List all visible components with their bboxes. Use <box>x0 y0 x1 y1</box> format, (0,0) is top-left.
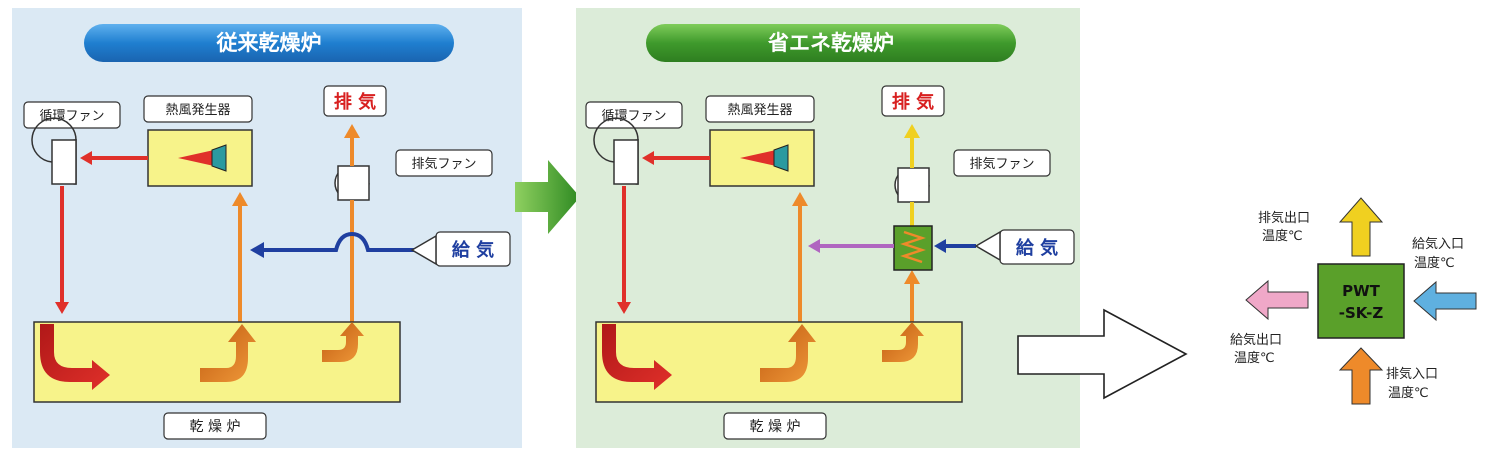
es-exhaust-fan-label-box <box>953 149 1051 177</box>
orange-turn-arrow-2-icon <box>322 322 364 362</box>
pwt-unit-line1: PWT <box>1342 282 1381 300</box>
exhaust-label: 排 気 <box>334 91 376 113</box>
exhaust-inlet-label-line1: 排気入口 <box>1386 366 1438 382</box>
es-dryer-label-box <box>723 412 827 440</box>
circulation-fan-label: 循環ファン <box>39 109 104 124</box>
dryer-label-box <box>163 412 267 440</box>
hot-air-generator-label: 熱風発生器 <box>165 103 230 118</box>
pwt-unit-line2: -SK-Z <box>1339 304 1384 322</box>
es-yellow-exhaust-arrow <box>904 124 920 226</box>
es-supply-air-label: 給 気 <box>1016 237 1058 259</box>
supply-outlet-label-line1: 給気出口 <box>1230 332 1282 348</box>
es-hot-air-generator-label-box <box>705 95 815 123</box>
red-flow-arrow <box>55 151 148 314</box>
exhaust-fan-label-box <box>395 149 493 177</box>
supply-nozzle-icon <box>410 234 437 266</box>
supply-inlet-label-line1: 給気入口 <box>1412 236 1464 252</box>
supply-outlet-label-line2: 温度℃ <box>1234 350 1275 366</box>
circulation-fan-icon <box>31 117 77 185</box>
conventional-title: 従来乾燥炉 <box>216 31 322 55</box>
supply-inlet-arrow-icon <box>1413 280 1477 322</box>
burner-icon <box>211 144 227 172</box>
supply-air-label: 給 気 <box>452 239 494 261</box>
blue-supply-arrow <box>250 231 437 266</box>
exhaust-inlet-label-line2: 温度℃ <box>1388 385 1429 401</box>
conventional-panel: 従来乾燥炉 循環ファン 熱風発生器 排 気 排気ファン 給 気 <box>12 8 522 448</box>
supply-outlet-arrow-icon <box>1245 279 1309 321</box>
energy-saving-panel: 省エネ乾燥炉 循環ファン 熱風発生器 排 気 排気ファン 給 気 <box>576 8 1080 448</box>
es-flame-icon <box>740 150 776 166</box>
conventional-title-pill <box>84 24 454 62</box>
exhaust-outlet-arrow-icon <box>1338 197 1384 257</box>
pwt-detail: PWT -SK-Z 排気出口 温度℃ 給気入口 温度℃ 給気出口 温度℃ 排気入… <box>1230 197 1477 405</box>
es-circulation-fan-icon <box>593 117 639 185</box>
exhaust-fan-label: 排気ファン <box>411 156 476 172</box>
es-exhaust-fan-label: 排気ファン <box>969 156 1034 172</box>
orange-return-arrow <box>232 192 248 322</box>
es-exhaust-fan-icon <box>894 167 930 203</box>
es-purple-supply-arrow <box>808 239 894 253</box>
es-burner-icon <box>773 144 789 172</box>
pwt-unit-box <box>1317 263 1405 339</box>
energy-saving-title-pill <box>646 24 1016 62</box>
es-red-flow-arrow <box>617 151 710 314</box>
exhaust-inlet-arrow-icon <box>1338 347 1384 405</box>
es-circulation-fan-label: 循環ファン <box>601 109 666 124</box>
es-exhaust-label: 排 気 <box>892 91 934 113</box>
detail-callout-arrow-icon <box>1017 308 1188 400</box>
hot-air-generator-label-box <box>143 95 253 123</box>
flame-icon <box>178 150 214 166</box>
exhaust-label-box <box>323 85 387 117</box>
es-orange-return-arrow <box>792 192 808 322</box>
supply-inlet-label-line2: 温度℃ <box>1414 255 1455 271</box>
es-orange-exhaust-arrow <box>904 270 920 322</box>
es-orange-turn-arrow-1-icon <box>760 324 816 382</box>
exhaust-outlet-label-line2: 温度℃ <box>1262 228 1303 244</box>
orange-turn-arrow-1-icon <box>200 324 256 382</box>
es-hot-air-generator-label: 熱風発生器 <box>727 103 792 118</box>
dryer-label: 乾 燥 炉 <box>190 419 241 435</box>
red-turn-arrow-icon <box>40 324 110 390</box>
exhaust-outlet-label-line1: 排気出口 <box>1258 210 1310 226</box>
es-orange-turn-arrow-2-icon <box>882 322 924 362</box>
es-blue-supply-arrow <box>934 230 1001 262</box>
exhaust-fan-icon <box>334 165 370 201</box>
es-red-turn-arrow-icon <box>602 324 672 390</box>
transition-arrow-icon <box>515 160 580 234</box>
es-dryer-label: 乾 燥 炉 <box>750 419 801 435</box>
es-exhaust-label-box <box>881 85 945 117</box>
energy-saving-title: 省エネ乾燥炉 <box>767 31 894 55</box>
es-supply-nozzle-icon <box>974 230 1001 262</box>
heat-exchanger-coil-icon <box>900 230 926 264</box>
orange-exhaust-arrow <box>344 124 360 322</box>
